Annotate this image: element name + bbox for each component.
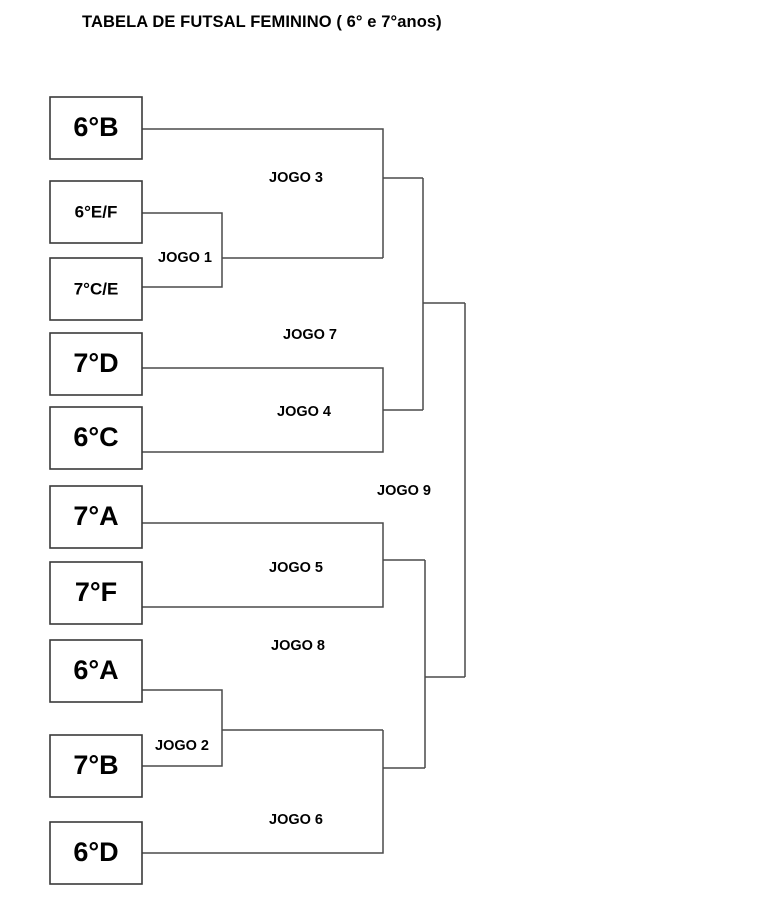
team-boxes: 6°B 6°E/F 7°C/E 7°D 6°C 7°A 7°F 6°A 7°B 6°D xyxy=(49,96,143,885)
match-label-jogo6: JOGO 6 xyxy=(269,812,323,828)
team-box-6a[interactable]: 6°A xyxy=(49,639,143,703)
bracket-connector xyxy=(142,212,223,288)
team-label: 7°F xyxy=(75,577,117,607)
match-label-jogo7: JOGO 7 xyxy=(283,327,337,343)
team-box-6b[interactable]: 6°B xyxy=(49,96,143,160)
match-labels: JOGO 1 JOGO 3 JOGO 7 JOGO 4 JOGO 9 JOGO 5 JOGO… xyxy=(153,168,433,830)
team-label: 7°A xyxy=(73,501,118,531)
team-box-7a[interactable]: 7°A xyxy=(49,485,143,549)
page-title: TABELA DE FUTSAL FEMININO ( 6° e 7°anos) xyxy=(82,13,442,31)
bracket-connector xyxy=(142,768,384,854)
team-box-outline xyxy=(49,639,143,703)
match-label-jogo5: JOGO 5 xyxy=(269,560,323,576)
bracket-connector xyxy=(142,128,384,258)
match-label-jogo2: JOGO 2 xyxy=(155,738,209,754)
team-box-7ce[interactable]: 7°C/E xyxy=(49,257,143,321)
team-label: 6°B xyxy=(73,112,118,142)
team-box-outline xyxy=(49,485,143,549)
team-label: 7°C/E xyxy=(74,279,119,298)
bracket-connector xyxy=(142,689,223,767)
match-label-jogo3: JOGO 3 xyxy=(269,170,323,186)
team-box-7f[interactable]: 7°F xyxy=(49,561,143,625)
team-box-6ef[interactable]: 6°E/F xyxy=(49,180,143,244)
bracket-connectors xyxy=(142,128,466,854)
team-box-outline xyxy=(49,734,143,798)
team-label: 6°E/F xyxy=(75,202,118,221)
team-box-6d[interactable]: 6°D xyxy=(49,821,143,885)
bracket-connector xyxy=(142,522,384,608)
team-label: 6°D xyxy=(73,837,118,867)
bracket-connector xyxy=(142,367,384,453)
team-label: 7°D xyxy=(73,348,118,378)
team-label: 6°C xyxy=(73,422,118,452)
team-label: 7°B xyxy=(73,750,118,780)
team-box-outline xyxy=(49,406,143,470)
team-box-outline xyxy=(49,821,143,885)
team-label: 6°A xyxy=(73,655,118,685)
team-box-outline xyxy=(49,180,143,244)
team-box-outline xyxy=(49,257,143,321)
team-box-outline xyxy=(49,561,143,625)
match-label-jogo9: JOGO 9 xyxy=(377,483,431,499)
match-label-jogo4: JOGO 4 xyxy=(277,404,331,420)
team-box-outline xyxy=(49,96,143,160)
team-box-7d[interactable]: 7°D xyxy=(49,332,143,396)
match-label-jogo1: JOGO 1 xyxy=(158,250,212,266)
match-label-jogo8: JOGO 8 xyxy=(271,638,325,654)
team-box-7b[interactable]: 7°B xyxy=(49,734,143,798)
team-box-6c[interactable]: 6°C xyxy=(49,406,143,470)
team-box-outline xyxy=(49,332,143,396)
